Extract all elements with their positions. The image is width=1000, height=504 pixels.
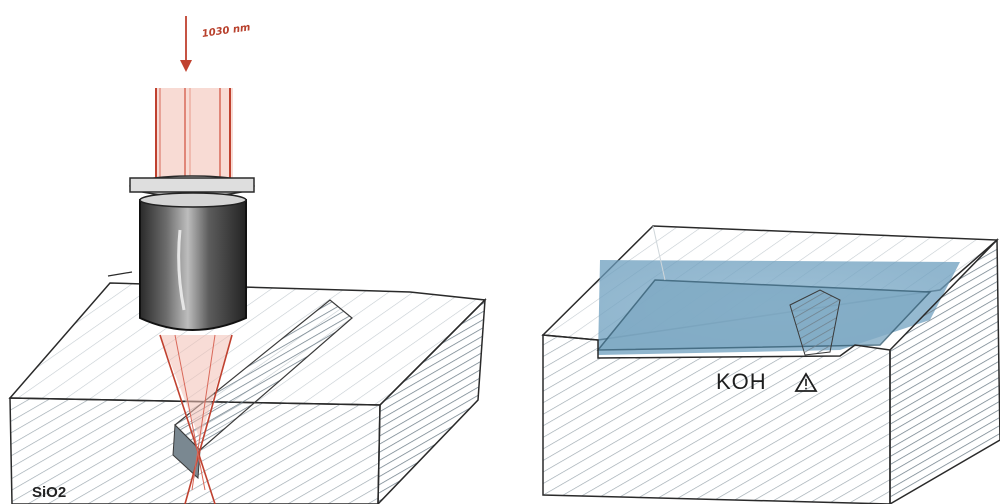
objective-lens [130,176,254,330]
etchant-label: KOH [716,369,767,395]
beam-direction-arrow [180,16,192,72]
etching-bath [543,226,1000,504]
substrate-label: SiO2 [32,484,66,501]
submerged-sample [598,280,930,350]
incoming-laser-beam [155,88,233,188]
